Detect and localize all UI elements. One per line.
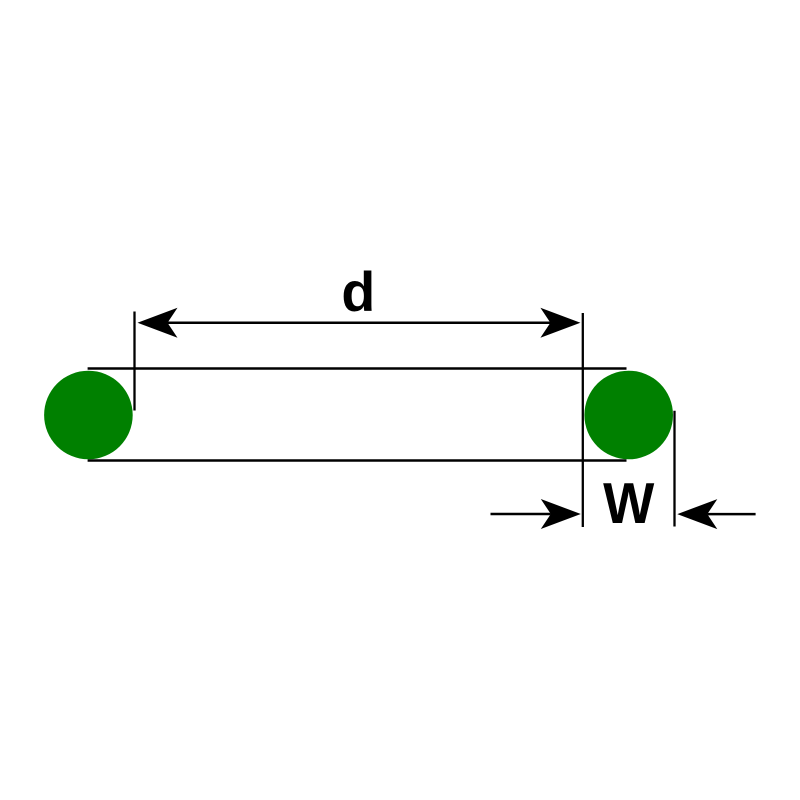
svg-text:W: W — [603, 472, 655, 536]
svg-text:d: d — [341, 261, 375, 323]
